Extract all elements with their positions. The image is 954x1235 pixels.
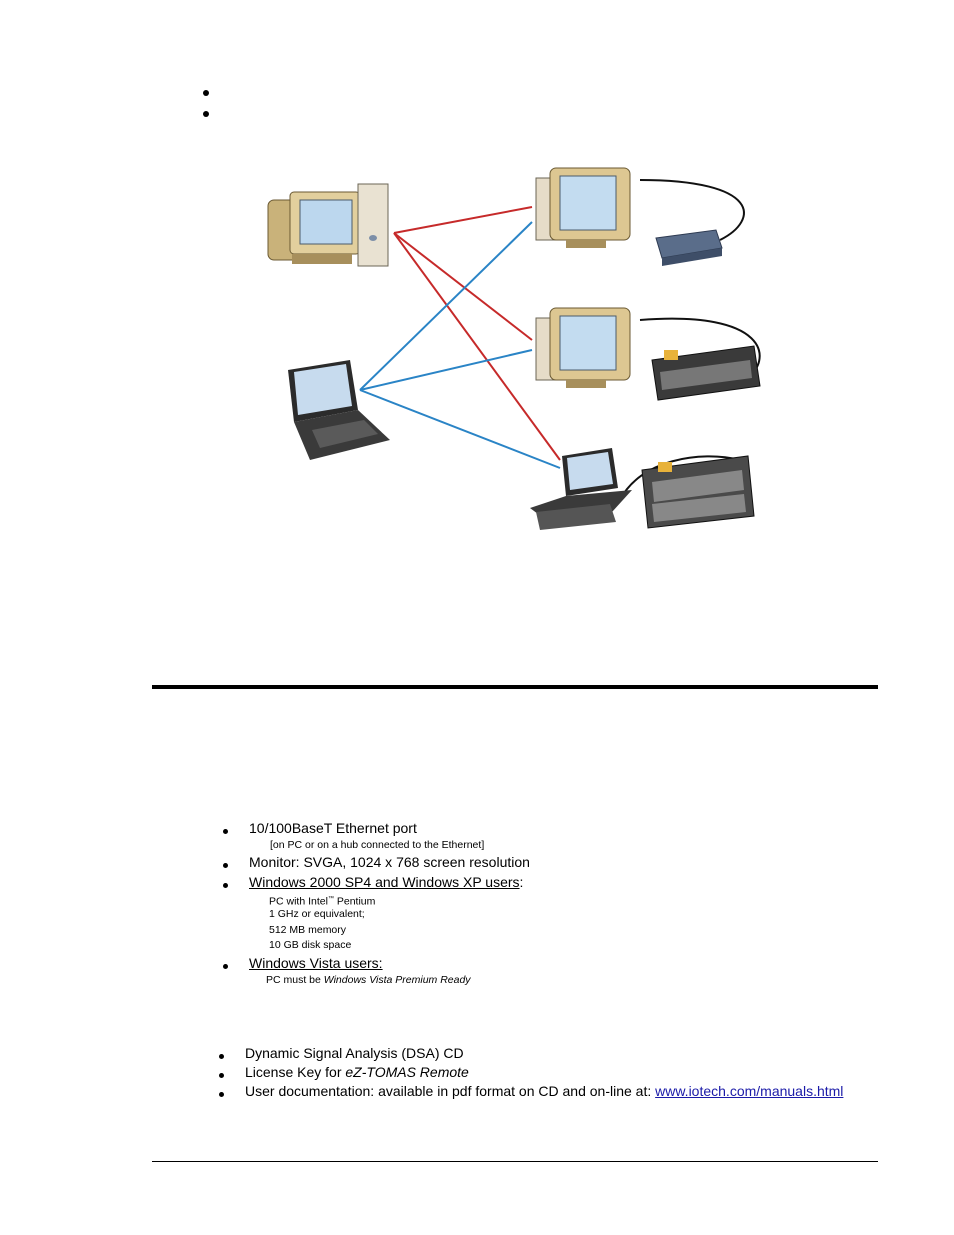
bullet <box>219 1054 224 1059</box>
req-vista: Windows Vista users: <box>249 955 383 971</box>
target-laptop <box>530 448 632 530</box>
req-winxp-colon: : <box>519 874 524 890</box>
req-winxp-label: Windows 2000 SP4 and Windows XP users <box>249 874 520 890</box>
req-winxp: Windows 2000 SP4 and Windows XP users: <box>249 873 523 891</box>
red-connections <box>393 206 561 461</box>
req-ethernet-note: [on PC or on a hub connected to the Ethe… <box>270 839 485 851</box>
daq-device-1 <box>655 229 723 266</box>
req-winxp-cpu: PC with Intel™ Pentium <box>269 895 376 908</box>
pkg-dsa-cd: Dynamic Signal Analysis (DSA) CD <box>245 1045 464 1061</box>
pkg-documentation: User documentation: available in pdf for… <box>245 1083 844 1099</box>
footer-rule <box>152 1161 878 1162</box>
target-desktop-2 <box>535 307 631 388</box>
req-vista-note: PC must be Windows Vista Premium Ready <box>266 974 471 986</box>
req-winxp-clock: 1 GHz or equivalent; <box>269 908 365 920</box>
network-diagram <box>267 167 761 530</box>
bullet <box>223 863 228 868</box>
blue-connections <box>359 221 561 469</box>
req-monitor: Monitor: SVGA, 1024 x 768 screen resolut… <box>249 854 530 870</box>
bullet-top-2 <box>203 111 209 117</box>
target-desktop-1 <box>535 167 631 248</box>
daq-device-3 <box>641 455 755 529</box>
bullet <box>219 1073 224 1078</box>
req-winxp-disk: 10 GB disk space <box>269 939 352 951</box>
manuals-link[interactable]: www.iotech.com/manuals.html <box>655 1083 844 1099</box>
host-laptop <box>288 360 390 460</box>
bullet <box>219 1092 224 1097</box>
pkg-license-key: License Key for eZ-TOMAS Remote <box>245 1064 469 1080</box>
req-ethernet: 10/100BaseT Ethernet port <box>249 820 417 836</box>
daq-device-2 <box>651 345 761 401</box>
bullet <box>223 964 228 969</box>
bullet-top-1 <box>203 90 209 96</box>
section-rule <box>152 685 878 689</box>
bullet <box>223 829 228 834</box>
req-winxp-memory: 512 MB memory <box>269 924 347 936</box>
bullet <box>223 883 228 888</box>
host-desktop-pc <box>267 183 389 267</box>
